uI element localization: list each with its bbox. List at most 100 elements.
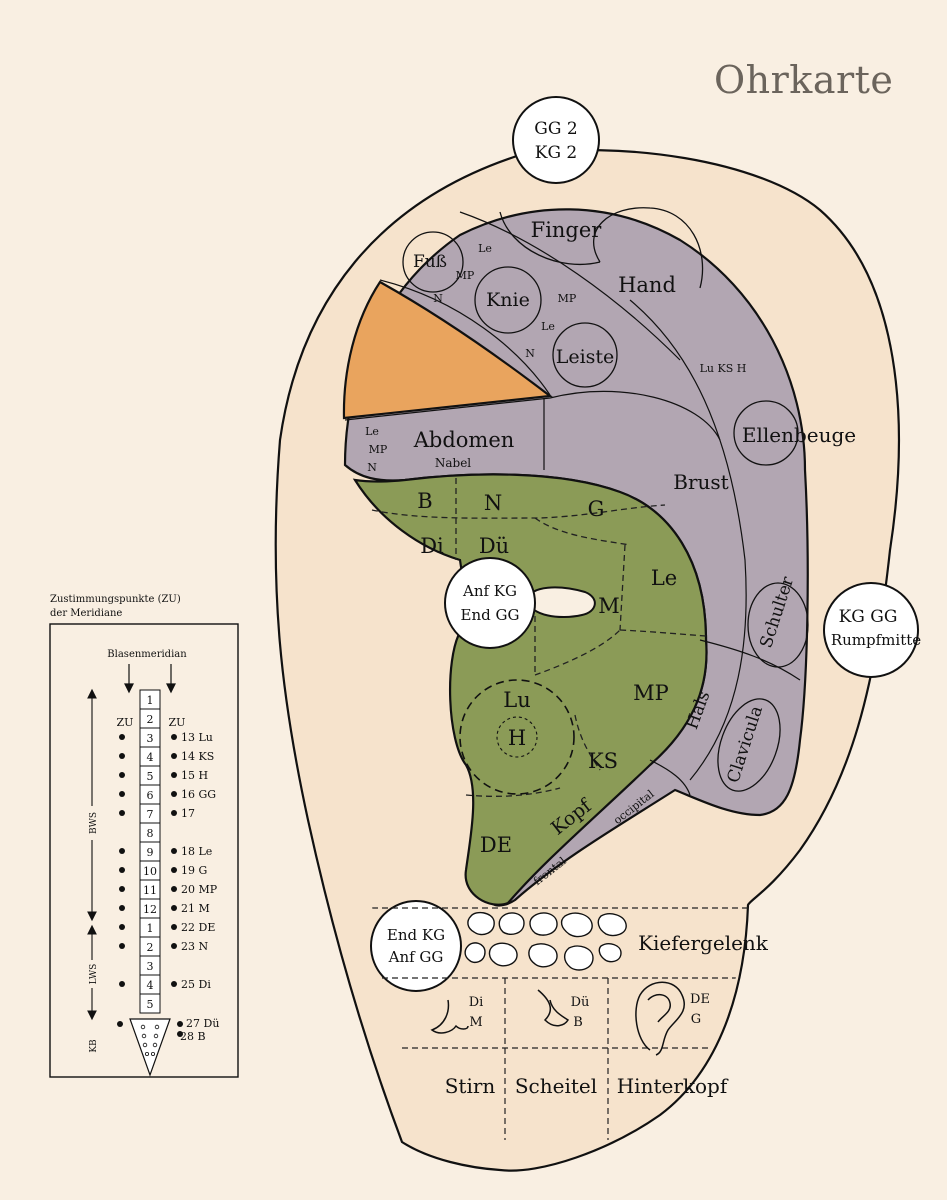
label-concha-m: M (598, 594, 620, 618)
vertebra-number: 4 (147, 751, 154, 764)
vertebra-number: 2 (147, 941, 154, 954)
inset-kb-label: KB (89, 1039, 99, 1053)
right-circle-line1: KG GG (839, 607, 898, 627)
vertebra-number: 5 (147, 770, 154, 783)
consent-point-dot-right (171, 848, 177, 854)
label-lobe-de: DE (690, 992, 710, 1007)
label-lobe-due: Dü (571, 995, 590, 1010)
page-title: Ohrkarte (714, 58, 894, 102)
vertebra-number: 9 (147, 846, 154, 859)
label-brust: Brust (673, 470, 728, 494)
consent-point-dot-right (171, 943, 177, 949)
ear-canal (526, 586, 596, 618)
label-fuss: Fuß (413, 252, 447, 272)
label-mp-2: MP (558, 292, 577, 305)
vertebra-box (139, 993, 161, 1014)
consent-point-dot-left (119, 772, 125, 778)
scapha-dividers (344, 211, 801, 796)
lobe-grid (372, 907, 748, 1140)
label-finger: Finger (531, 218, 603, 242)
consent-point-dot-right (171, 981, 177, 987)
consent-point-label: 14 KS (181, 750, 214, 763)
lu-zone-circle (459, 679, 575, 795)
label-scheitel: Scheitel (515, 1074, 597, 1098)
label-stirn: Stirn (445, 1074, 496, 1098)
label-ellenbeuge: Ellenbeuge (742, 423, 856, 447)
vertebra-number: 12 (143, 903, 157, 916)
consent-point-dot-right (171, 772, 177, 778)
label-concha-due: Dü (479, 534, 509, 558)
mouth-icon (537, 989, 570, 1027)
consent-point-dot-right (171, 905, 177, 911)
sacral-dot-left (117, 1021, 123, 1027)
label-lu-ks-h: Lu KS H (700, 362, 747, 375)
vertebra-number: 1 (147, 922, 154, 935)
vertebra-number: 6 (147, 789, 154, 802)
consent-point-dot-left (119, 734, 125, 740)
center-circle-line1: Anf KG (462, 582, 517, 600)
label-mp-1: MP (456, 269, 475, 282)
vertebra-number: 11 (143, 884, 157, 897)
label-abdomen-le: Le (365, 425, 379, 438)
consent-point-dot-left (119, 886, 125, 892)
consent-point-dot-right (171, 886, 177, 892)
consent-point-dot-left (119, 753, 125, 759)
label-leiste: Leiste (556, 346, 615, 368)
sacral-label-28: 28 B (180, 1030, 206, 1043)
consent-point-dot-right (171, 924, 177, 930)
consent-point-label: 19 G (181, 864, 207, 877)
consent-point-label: 21 M (181, 902, 210, 915)
consent-point-dot-right (171, 791, 177, 797)
right-circle-line2: Rumpfmitte (831, 631, 921, 649)
nose-icon (430, 999, 469, 1034)
label-nabel: Nabel (435, 456, 471, 470)
finger-zone-arc (499, 211, 601, 266)
label-concha-le: Le (651, 566, 677, 590)
inset-zu-right: ZU (169, 716, 186, 729)
sacral-foramina (140, 1024, 160, 1057)
label-n-1: N (433, 292, 443, 305)
vertebra-number: 7 (147, 808, 154, 821)
label-lobe-m: M (469, 1015, 482, 1030)
label-hinterkopf: Hinterkopf (617, 1074, 729, 1098)
label-lobe-di: Di (469, 995, 484, 1010)
consent-point-label: 20 MP (181, 883, 218, 896)
consent-point-dot-left (119, 943, 125, 949)
inset-blasenmeridian: Blasenmeridian (107, 649, 187, 660)
inset-range-brackets (87, 688, 97, 1021)
label-knie: Knie (486, 289, 530, 311)
zone-circles (402, 231, 809, 792)
label-lobe-g: G (691, 1012, 701, 1027)
vertebra-number: 8 (147, 827, 154, 840)
consent-point-label: 16 GG (181, 788, 216, 801)
consent-point-dot-right (171, 734, 177, 740)
vertebra-number: 1 (147, 694, 154, 707)
inset-lws-label: LWS (89, 964, 99, 985)
label-concha-lu: Lu (503, 688, 530, 712)
label-lobe-b: B (573, 1015, 583, 1030)
consent-point-dot-left (119, 810, 125, 816)
hand-zone-arc (593, 207, 704, 289)
vertebra-number: 10 (143, 865, 157, 878)
consent-point-dot-right (171, 810, 177, 816)
label-le-1: Le (478, 242, 492, 255)
consent-point-dot-left (119, 867, 125, 873)
consent-point-label: 17 (181, 807, 195, 820)
vertebra-number: 3 (147, 732, 154, 745)
label-concha-b: B (417, 489, 432, 513)
sacrum-triangle (129, 1018, 171, 1077)
inset-arrows (124, 664, 176, 694)
sacral-label-27: 27 Dü (186, 1017, 219, 1030)
h-zone-circle (496, 716, 538, 758)
consent-point-dot-left (119, 924, 125, 930)
label-kiefergelenk: Kiefergelenk (638, 931, 769, 955)
inset-box (49, 623, 239, 1078)
label-abdomen-n: N (367, 461, 377, 474)
concha-dividers (371, 478, 707, 797)
consent-point-dot-left (119, 905, 125, 911)
center-circle-line2: End GG (461, 606, 520, 624)
lower-circle-line1: End KG (387, 926, 445, 944)
vertebra-number: 2 (147, 713, 154, 726)
